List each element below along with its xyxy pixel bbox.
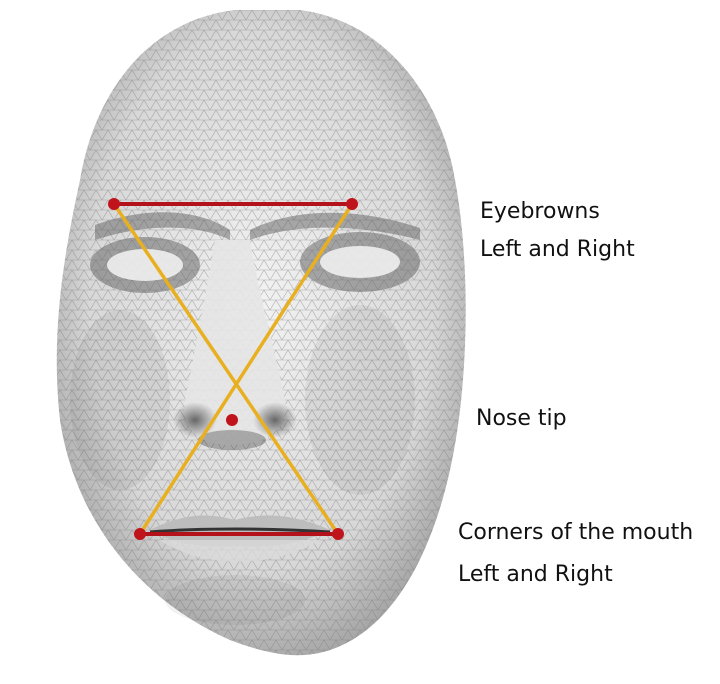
landmark-mouth-corner-left	[134, 528, 146, 540]
eyebrows-label-line2: Left and Right	[480, 234, 635, 266]
landmark-eyebrow-right	[346, 198, 358, 210]
landmark-nose-tip	[226, 414, 238, 426]
face-mesh	[57, 10, 466, 655]
nose-tip-label: Nose tip	[476, 403, 567, 435]
landmark-mouth-corner-right	[332, 528, 344, 540]
eyebrows-label: Eyebrowns Left and Right	[480, 196, 635, 266]
mouth-label-line1: Corners of the mouth	[458, 517, 693, 549]
eyebrows-label-line1: Eyebrowns	[480, 196, 635, 228]
mouth-label-line2: Left and Right	[458, 559, 693, 591]
mouth-corners-label: Corners of the mouth Left and Right	[458, 517, 693, 591]
landmark-eyebrow-left	[108, 198, 120, 210]
